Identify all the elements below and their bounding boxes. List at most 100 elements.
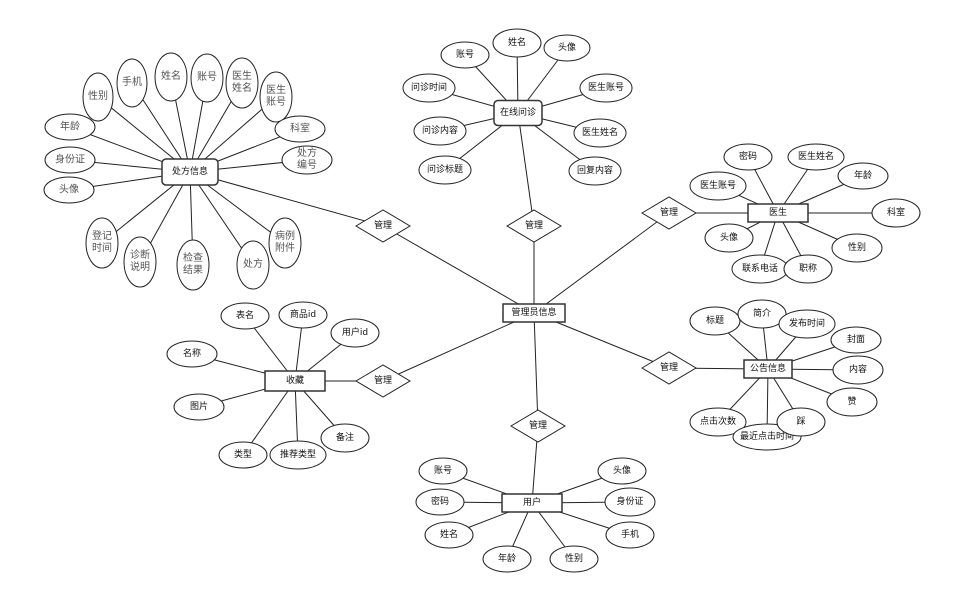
attribute-label-wrap: 登记时间	[86, 218, 118, 268]
attribute-label: 职称	[799, 262, 817, 274]
attribute-ellipse	[689, 171, 747, 201]
attribute-label-wrap: 医生账号	[260, 72, 292, 122]
attribute-label: 病例附件	[275, 231, 295, 254]
attribute-label-box: 性别	[88, 91, 108, 102]
attribute-label: 推荐类型	[280, 448, 316, 460]
attribute-label: 账号	[456, 49, 474, 60]
attribute-ellipse	[268, 217, 302, 269]
attribute-label: 性别	[565, 552, 583, 564]
attribute-label: 最近点击时间	[740, 430, 794, 442]
attribute-ellipse	[689, 306, 741, 336]
relationship-diamond	[641, 196, 697, 230]
attribute-label: 年龄	[498, 552, 516, 564]
attribute-label-wrap: 检查结果	[177, 240, 209, 290]
attribute-label: 医生姓名	[232, 71, 252, 94]
relationship-label: 管理	[660, 361, 678, 373]
attribute-label-box: 处方编号	[282, 146, 332, 174]
attribute-label: 内容	[849, 363, 867, 375]
attribute-ellipse	[116, 58, 148, 108]
attribute-ellipse	[831, 233, 883, 263]
attribute-label: 诊断说明	[130, 250, 150, 273]
relationship-label: 管理	[660, 206, 678, 218]
attribute-label: 年龄	[60, 120, 80, 133]
attribute-ellipse	[330, 318, 380, 348]
attribute-label-box: 登记时间	[86, 218, 118, 268]
attribute-label-wrap: 诊断说明	[124, 237, 156, 287]
attribute-ellipse	[579, 73, 633, 103]
attribute-label: 处方编号	[297, 148, 317, 171]
attribute-ellipse	[220, 302, 270, 330]
attribute-label-wrap: 处方	[237, 241, 269, 289]
attribute-label: 封面	[847, 333, 865, 345]
attribute-label-box: 手机	[122, 77, 142, 88]
attribute-label: 标题	[706, 314, 724, 326]
attribute-ellipse	[173, 393, 225, 421]
attribute-label-wrap: 姓名	[155, 53, 187, 101]
attribute-label: 问诊时间	[411, 81, 447, 93]
attribute-ellipse	[787, 143, 845, 171]
attribute-ellipse	[123, 236, 157, 288]
attribute-label-box: 病例附件	[269, 218, 301, 268]
relationship-line	[382, 225, 535, 314]
attribute-label-box: 医生姓名	[232, 71, 252, 94]
relationship-line	[189, 171, 384, 227]
entity-label: 管理员信息	[511, 306, 556, 318]
entity-favorite	[264, 370, 326, 392]
attribute-label-box: 诊断说明	[124, 237, 156, 287]
attribute-ellipse	[166, 340, 218, 368]
attribute-label-wrap: 处方编号	[282, 146, 332, 174]
attribute-label: 表名	[236, 309, 254, 321]
attribute-label: 名称	[183, 347, 201, 359]
attribute-label: 密码	[739, 150, 757, 162]
entity-admin	[502, 303, 566, 323]
attribute-ellipse	[43, 176, 95, 204]
attribute-label-box: 姓名	[155, 53, 187, 101]
attribute-label-wrap: 账号	[191, 54, 223, 102]
relationship-line	[517, 112, 535, 227]
attribute-ellipse	[492, 28, 542, 58]
attribute-label: 赞	[847, 395, 856, 407]
attribute-ellipse	[604, 487, 656, 517]
attribute-label: 联系电话	[742, 262, 778, 274]
attribute-label: 姓名	[161, 71, 181, 82]
attribute-label: 头像	[558, 41, 576, 53]
relationship-line	[533, 312, 539, 427]
attribute-label: 手机	[621, 528, 639, 540]
attribute-label: 点击次数	[700, 415, 736, 427]
attribute-label: 医生姓名	[798, 150, 834, 162]
attribute-label: 图片	[190, 400, 208, 412]
attribute-ellipse	[259, 71, 293, 123]
attribute-ellipse	[278, 301, 328, 329]
relationship-diamond	[510, 409, 566, 443]
attribute-label: 检查结果	[183, 253, 203, 276]
attribute-ellipse	[605, 521, 655, 549]
attribute-label: 密码	[431, 495, 449, 507]
entity-label: 在线问诊	[500, 106, 536, 118]
attribute-ellipse	[44, 146, 96, 174]
attribute-ellipse	[44, 113, 96, 141]
attribute-label: 备注	[336, 431, 354, 443]
attribute-label-box: 账号	[191, 54, 223, 102]
attribute-ellipse	[281, 145, 333, 175]
attribute-label-wrap: 病例附件	[269, 218, 301, 268]
attribute-ellipse	[418, 155, 472, 185]
attribute-label: 简介	[753, 307, 771, 319]
attribute-label: 身份证	[55, 153, 85, 166]
attribute-label: 用户id	[342, 326, 368, 338]
attribute-label: 医生账号	[266, 85, 286, 108]
attribute-ellipse	[269, 440, 327, 470]
relationship-label: 管理	[529, 419, 547, 431]
attribute-ellipse	[871, 198, 921, 228]
relationship-line	[533, 212, 670, 314]
attribute-ellipse	[218, 441, 268, 469]
attribute-label: 头像	[720, 231, 738, 243]
attribute-label: 年龄	[854, 169, 872, 181]
attribute-ellipse	[830, 326, 882, 354]
attribute-ellipse	[832, 355, 884, 385]
attribute-ellipse	[424, 521, 474, 549]
attribute-ellipse	[597, 457, 647, 485]
attribute-ellipse	[837, 162, 889, 190]
attribute-ellipse	[413, 116, 467, 146]
relationship-diamond	[506, 209, 562, 243]
